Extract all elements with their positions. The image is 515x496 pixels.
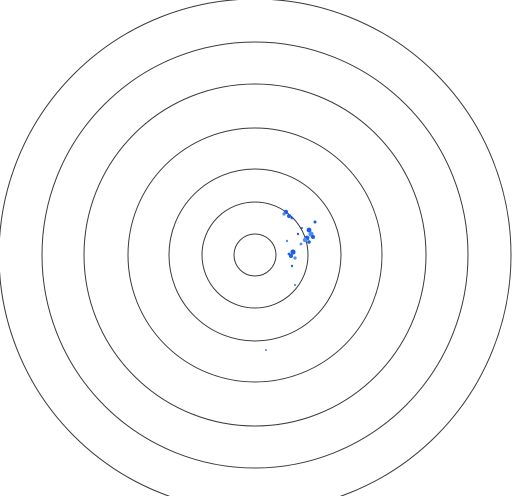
target-ring-6 <box>41 41 469 469</box>
impact-marker <box>299 242 303 246</box>
impact-marker <box>307 240 311 244</box>
impact-marker <box>311 235 315 239</box>
impact-marker <box>301 227 303 229</box>
impact-marker <box>287 214 291 218</box>
target-ring-1 <box>233 233 277 277</box>
impact-markers <box>265 209 317 351</box>
impact-marker <box>285 239 289 243</box>
target-ring-5 <box>83 83 427 427</box>
impact-marker <box>293 283 297 287</box>
target-ring-2 <box>201 201 309 309</box>
impact-marker <box>265 349 267 351</box>
impact-marker <box>289 254 293 258</box>
target-ring-3 <box>168 168 342 342</box>
target-ring-4 <box>127 127 383 383</box>
impact-marker <box>313 220 317 224</box>
impact-marker <box>306 227 312 233</box>
impact-marker <box>290 249 296 255</box>
impact-marker <box>302 237 308 243</box>
impact-marker <box>290 264 294 268</box>
impact-marker <box>293 256 297 260</box>
impact-marker <box>287 252 291 256</box>
impact-marker <box>290 216 294 220</box>
impact-marker <box>296 232 300 236</box>
impact-marker <box>282 212 286 216</box>
